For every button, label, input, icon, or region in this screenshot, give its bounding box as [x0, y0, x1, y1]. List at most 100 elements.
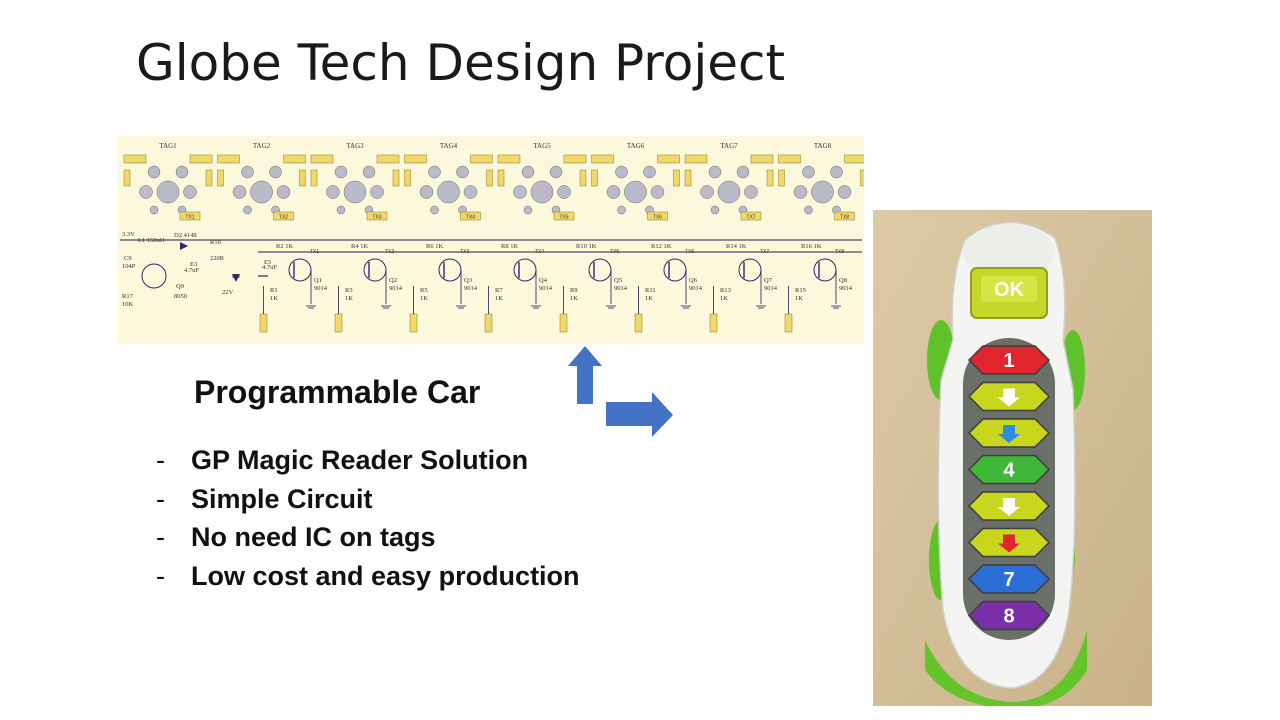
tx-label: TX3 [460, 249, 469, 255]
tx-label: TX5 [610, 249, 619, 255]
tx-label: TX6 [653, 215, 662, 221]
transistor-icon [588, 258, 612, 282]
transistor-label: Q7 [764, 277, 773, 284]
key-number: 7 [1003, 569, 1014, 591]
transistor-icon [288, 258, 312, 282]
resistor-label: R3 [345, 287, 353, 294]
transistor-label: Q6 [689, 277, 698, 284]
transistor-icon [663, 258, 687, 282]
tx-label: TX3 [372, 215, 381, 221]
tag-label: TAG6 [627, 142, 645, 150]
list-item: -GP Magic Reader Solution [156, 445, 529, 475]
list-item: -No need IC on tags [156, 522, 436, 553]
schematic-label: R18 [210, 239, 221, 246]
transistor-part: 9014 [314, 285, 328, 292]
resistor-value: 1K [720, 295, 728, 302]
transistor-icon [813, 258, 837, 282]
feature-list: -GP Magic Reader Solution -Simple Circui… [150, 441, 580, 596]
transistor-icon [513, 258, 537, 282]
transistor-label: Q5 [614, 277, 622, 284]
transistor-part: 9014 [764, 285, 778, 292]
tx-label: TX4 [466, 215, 475, 221]
tag-label: TAG8 [814, 142, 832, 150]
transistor-label: Q8 [839, 277, 847, 284]
resistor-value: 1K [570, 295, 578, 302]
schematic-label: 3.3V [122, 231, 135, 238]
schematic-label: 8050 [174, 293, 187, 300]
arrow-icon [998, 498, 1020, 516]
schematic-label: 220R [210, 255, 225, 262]
resistor-value: 1K [345, 295, 353, 302]
ok-label: OK [994, 279, 1025, 301]
resistor-label: R15 [795, 287, 806, 294]
tx-label: TX1 [310, 249, 319, 255]
tx-label: TX8 [840, 215, 849, 221]
tx-label: TX1 [185, 215, 194, 221]
slide-subtitle: Programmable Car [194, 374, 481, 410]
schematic-label: D2 4148 [174, 232, 197, 239]
schematic-label: 22V [222, 289, 234, 296]
list-item: -Simple Circuit [156, 483, 373, 514]
transistor-icon [438, 258, 462, 282]
resistor-label: R1 [270, 287, 278, 294]
resistor-label: R4 1K [351, 243, 368, 250]
schematic-label: 4.7uF [262, 264, 277, 271]
transistor-icon [363, 258, 387, 282]
transistor-label: Q4 [539, 277, 548, 284]
transistor-part: 9014 [389, 285, 403, 292]
transistor-label: Q3 [464, 277, 472, 284]
command-key [967, 454, 1051, 485]
schematic-label: E3 [190, 261, 197, 268]
tag-label: TAG1 [159, 142, 177, 150]
resistor-label: R11 [645, 287, 656, 294]
list-item: -Low cost and easy production [156, 561, 580, 592]
tx-label: TX7 [760, 249, 769, 255]
tag-label: TAG4 [440, 142, 458, 150]
transistor-part: 9014 [614, 285, 628, 292]
resistor-value: 1K [270, 295, 278, 302]
arrow-right-icon [606, 392, 673, 437]
tx-label: TX5 [559, 215, 568, 221]
schematic-svg: TAG1TX1TAG2TX2TAG3TX3TAG4TX4TAG5TX5TAG6T… [120, 142, 867, 333]
slide-title: Globe Tech Design Project [136, 34, 786, 92]
resistor-label: R7 [495, 287, 503, 294]
arrow-icon [998, 425, 1020, 443]
resistor-label: R16 1K [801, 243, 822, 250]
tx-label: TX4 [535, 249, 544, 255]
tx-label: TX8 [835, 249, 844, 255]
transistor-label: Q2 [389, 277, 397, 284]
schematic-label: Q9 [176, 283, 184, 290]
arrow-icon [998, 388, 1020, 407]
direction-arrows [568, 346, 673, 437]
resistor-label: R8 1K [501, 243, 518, 250]
arrow-up-icon [568, 346, 602, 404]
schematic-label: 10K [122, 301, 134, 308]
arrow-icon [998, 534, 1020, 553]
tag-label: TAG5 [533, 142, 551, 150]
command-key [967, 600, 1051, 631]
resistor-label: R6 1K [426, 243, 443, 250]
transistor-icon [738, 258, 762, 282]
transistor-part: 9014 [464, 285, 478, 292]
resistor-label: R5 [420, 287, 428, 294]
key-number: 1 [1003, 350, 1014, 372]
schematic-label: L1 150uH [138, 237, 165, 244]
resistor-value: 1K [495, 295, 503, 302]
tx-label: TX6 [685, 249, 694, 255]
command-key [967, 345, 1051, 375]
resistor-label: R10 1K [576, 243, 597, 250]
tag-label: TAG2 [253, 142, 271, 150]
resistor-label: R2 1K [276, 243, 293, 250]
resistor-value: 1K [420, 295, 428, 302]
transistor-part: 9014 [539, 285, 553, 292]
schematic-label: 104P [122, 263, 136, 270]
transistor-part: 9014 [839, 285, 853, 292]
tag-label: TAG3 [346, 142, 364, 150]
schematic-label: C9 [124, 255, 132, 262]
command-key [967, 564, 1051, 594]
resistor-label: R13 [720, 287, 731, 294]
